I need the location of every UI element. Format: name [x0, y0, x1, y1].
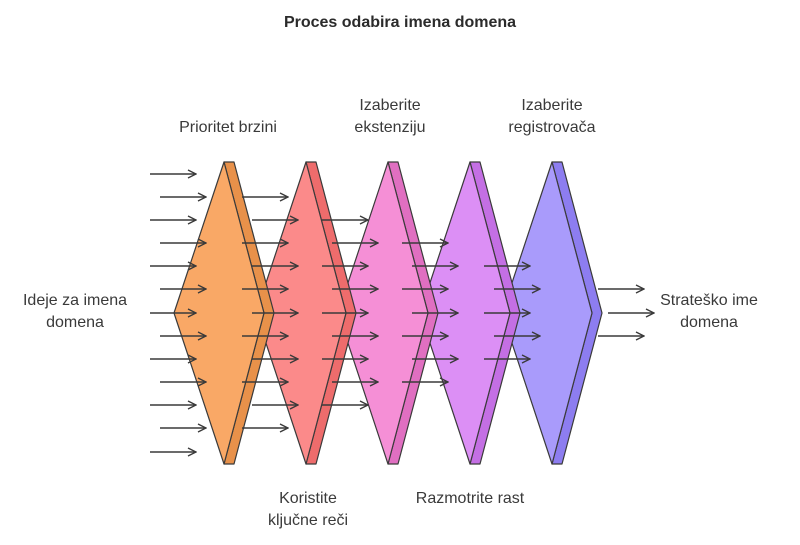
stage-face [255, 161, 347, 465]
stage-label-prioritet-brzini: Prioritet brzini [179, 119, 277, 136]
stage-label-razmotrite-rast: Razmotrite rast [416, 490, 525, 507]
stage-face [501, 161, 593, 465]
stage-face [419, 161, 511, 465]
stage-izaberite-registrovaca [501, 161, 603, 465]
diagram-title: Proces odabira imena domena [283, 14, 517, 31]
stage-face [337, 161, 429, 465]
